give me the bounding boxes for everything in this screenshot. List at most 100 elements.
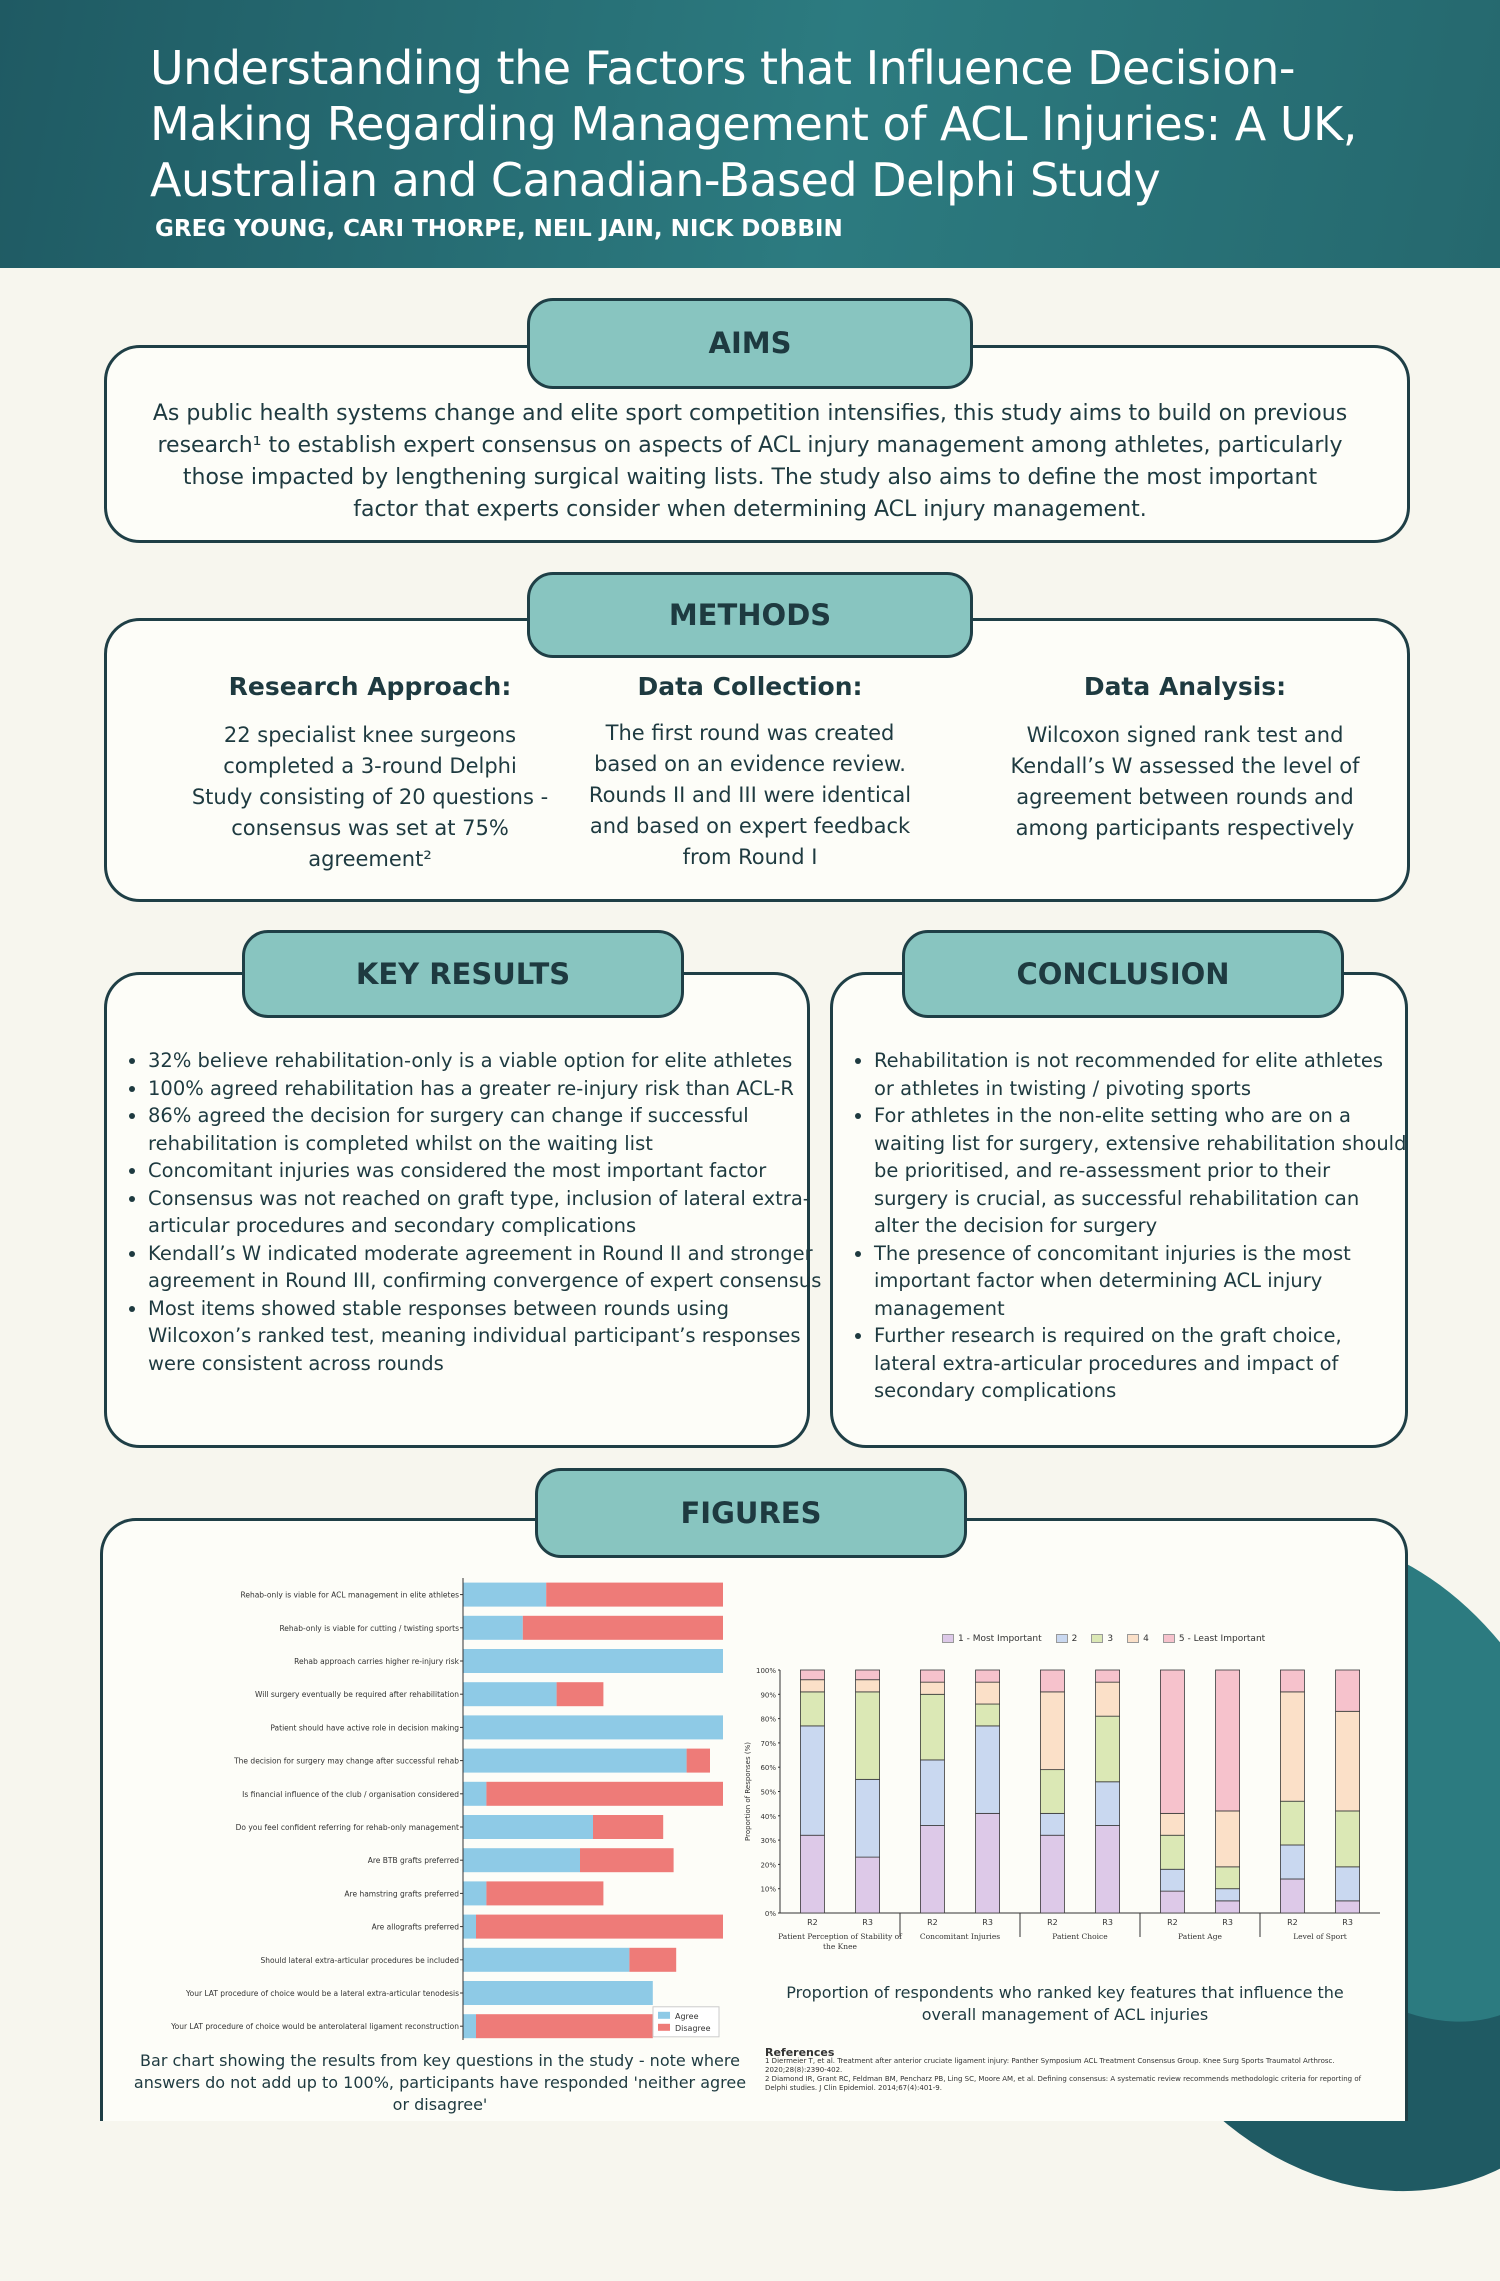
bar-label: R2: [1167, 1918, 1178, 1927]
y-tick-label: 50%: [760, 1789, 776, 1797]
legend-swatch: [1055, 1634, 1068, 1643]
category-label: Rehab approach carries higher re-injury …: [294, 1657, 460, 1666]
aims-heading: AIMS: [527, 298, 973, 389]
y-tick-label: 30%: [760, 1837, 776, 1845]
group-label: the Knee: [823, 1942, 858, 1951]
bar-segment-disagree: [486, 1881, 604, 1906]
category-label: Are hamstring grafts preferred: [344, 1889, 459, 1898]
legend-swatch: [658, 2023, 670, 2031]
category-label: Your LAT procedure of choice would be a …: [185, 1989, 459, 1998]
bar-segment-disagree: [556, 1682, 604, 1707]
stack-segment-rank-5: [1039, 1669, 1065, 1693]
category-label: Patient should have active role in decis…: [270, 1723, 459, 1732]
category-label: Is financial influence of the club / org…: [242, 1790, 459, 1799]
methods-column-text: 22 specialist knee surgeons completed a …: [191, 723, 549, 871]
reference-item: 2 Diamond IR, Grant RC, Feldman BM, Penc…: [765, 2075, 1362, 2092]
bar-segment-disagree: [686, 1748, 710, 1773]
bar-segment-agree: [463, 1914, 476, 1939]
stack-segment-rank-3: [919, 1693, 945, 1761]
methods-heading: METHODS: [527, 572, 973, 658]
y-tick-label: 20%: [760, 1861, 776, 1869]
stack-segment-rank-5: [1215, 1669, 1241, 1812]
bar-segment-agree: [463, 1649, 723, 1673]
bar-label: R2: [1047, 1918, 1058, 1927]
stack-segment-rank-5: [919, 1669, 945, 1683]
figures-panel: [100, 1518, 1408, 2121]
conclusion-heading: CONCLUSION: [902, 930, 1344, 1018]
stacked-chart-caption: Proportion of respondents who ranked key…: [786, 1983, 1344, 2024]
bar-segment-agree: [463, 1881, 487, 1906]
bar-segment-disagree: [522, 1615, 723, 1640]
bar-segment-disagree: [486, 1781, 723, 1806]
stack-segment-rank-4: [919, 1681, 945, 1695]
stack-segment-rank-1: [1039, 1834, 1065, 1914]
group-label: Level of Sport: [1293, 1932, 1347, 1941]
aims-text: As public health systems change and elit…: [152, 401, 1348, 522]
stack-segment-rank-3: [855, 1691, 880, 1780]
legend-swatch: [1127, 1634, 1140, 1643]
list-item: Kendall’s W indicated moderate agreement…: [148, 1240, 828, 1295]
methods-column-text: The first round was created based on an …: [588, 721, 912, 869]
legend-item: 4: [1127, 1634, 1149, 1644]
legend-label: Agree: [675, 2012, 699, 2021]
bar-segment-disagree: [546, 1582, 723, 1607]
category-label: Are allografts preferred: [372, 1923, 460, 1932]
stack-segment-rank-4: [855, 1679, 880, 1693]
bar-segment-agree: [463, 1615, 523, 1640]
poster-title: Understanding the Factors that Influence…: [150, 40, 1430, 208]
references-heading: References: [765, 2046, 835, 2059]
stack-segment-rank-2: [1159, 1868, 1185, 1892]
group-label: Patient Age: [1178, 1932, 1222, 1941]
bar-segment-agree: [463, 1848, 580, 1873]
stack-segment-rank-5: [1280, 1669, 1305, 1693]
stack-segment-rank-4: [975, 1681, 1001, 1705]
y-tick-label: 10%: [760, 1886, 776, 1894]
category-label: The decision for surgery may change afte…: [233, 1757, 459, 1766]
group-label: Patient Choice: [1052, 1932, 1108, 1941]
y-tick-label: 80%: [760, 1716, 776, 1724]
stack-segment-rank-2: [855, 1778, 880, 1858]
y-tick-label: 0%: [765, 1910, 776, 1918]
y-tick-label: 40%: [760, 1813, 776, 1821]
stack-segment-rank-2: [1215, 1888, 1241, 1902]
title-line: Understanding the Factors that Influence…: [150, 41, 1296, 95]
conclusion-list: Rehabilitation is not recommended for el…: [848, 1047, 1409, 1405]
bar-segment-agree: [463, 1715, 723, 1740]
stack-segment-rank-1: [1095, 1825, 1121, 1914]
legend-label: 4: [1143, 1634, 1149, 1644]
methods-panel: [104, 618, 1410, 902]
stack-segment-rank-3: [1335, 1810, 1360, 1868]
y-tick-label: 90%: [760, 1691, 776, 1699]
bar-label: R2: [1287, 1918, 1298, 1927]
list-item: For athletes in the non-elite setting wh…: [874, 1102, 1409, 1240]
bar-segment-agree: [463, 1981, 653, 2005]
stack-segment-rank-4: [1215, 1810, 1241, 1868]
legend-item: 2: [1055, 1634, 1077, 1644]
category-label: Are BTB grafts preferred: [368, 1856, 460, 1865]
stack-segment-rank-3: [1039, 1769, 1065, 1814]
bar-label: R2: [807, 1918, 818, 1927]
bar-label: R2: [927, 1918, 938, 1927]
stack-segment-rank-1: [1215, 1900, 1241, 1914]
stack-segment-rank-5: [975, 1669, 1001, 1683]
y-tick-label: 60%: [760, 1764, 776, 1772]
bar-segment-agree: [463, 1781, 487, 1806]
category-label: Your LAT procedure of choice would be an…: [170, 2022, 459, 2031]
stack-segment-rank-2: [1335, 1866, 1360, 1902]
bar-chart-caption: Bar chart showing the results from key q…: [133, 2051, 747, 2114]
author-list: GREG YOUNG, CARI THORPE, NEIL JAIN, NICK…: [155, 216, 843, 242]
stack-segment-rank-5: [1335, 1669, 1360, 1712]
legend-swatch: [658, 2011, 670, 2019]
bar-segment-disagree: [476, 2014, 653, 2039]
stack-segment-rank-2: [919, 1759, 945, 1826]
stack-segment-rank-5: [1159, 1669, 1185, 1814]
bar-segment-agree: [463, 1682, 557, 1707]
y-axis-label: Proportion of Responses (%): [744, 1742, 752, 1841]
methods-column-text: Wilcoxon signed rank test and Kendall’s …: [1010, 723, 1360, 840]
stack-segment-rank-3: [1280, 1800, 1305, 1846]
category-label: Will surgery eventually be required afte…: [255, 1690, 459, 1699]
stack-segment-rank-2: [1095, 1781, 1121, 1826]
legend-item: 1 - Most Important: [942, 1634, 1042, 1644]
legend-label: 5 - Least Important: [1178, 1634, 1266, 1644]
bar-segment-disagree: [629, 1947, 677, 1972]
